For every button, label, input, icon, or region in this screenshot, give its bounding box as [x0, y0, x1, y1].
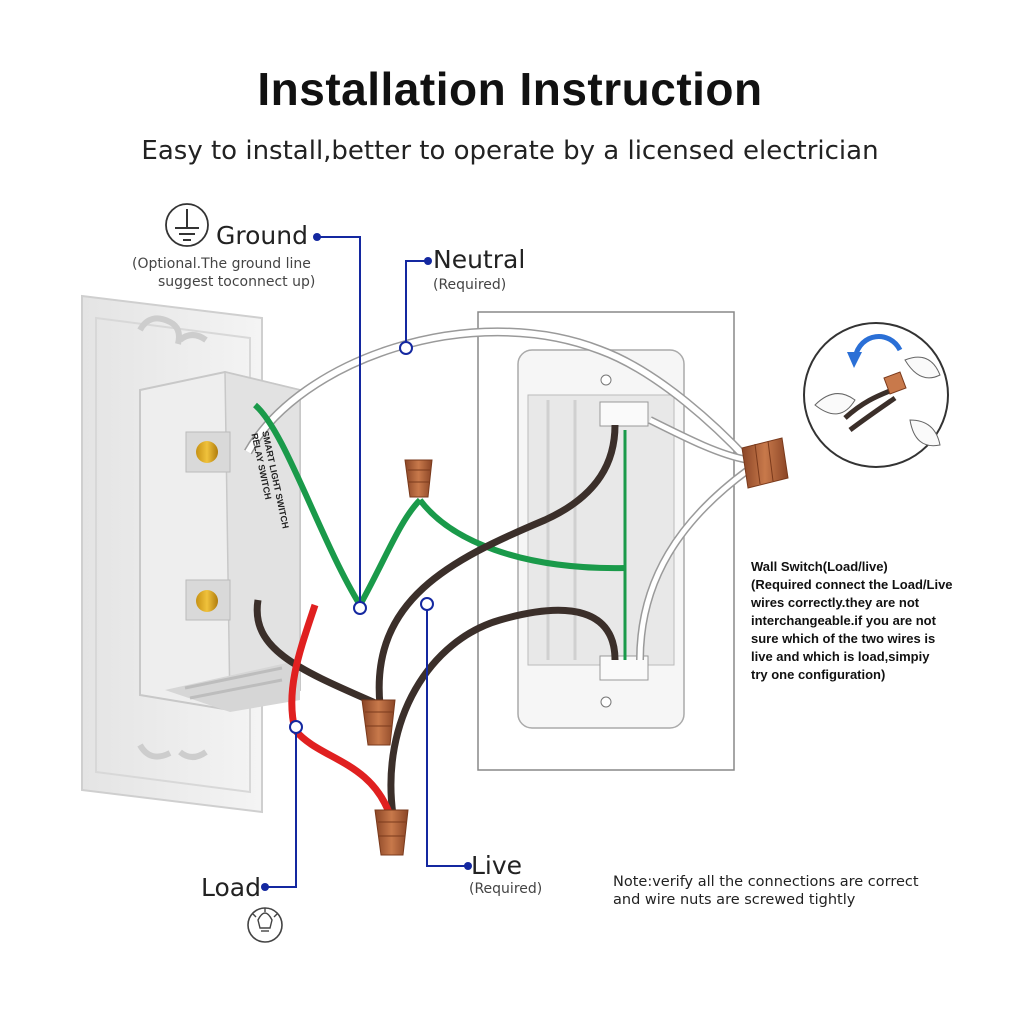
- wire-nut-load: [374, 809, 409, 856]
- wall-switch-note-line: Wall Switch(Load/live): [751, 559, 888, 574]
- page-subtitle: Easy to install,better to operate by a l…: [141, 136, 879, 166]
- neutral-note: (Required): [433, 277, 507, 293]
- wire-nut-neutral: [741, 437, 789, 489]
- light-bulb-icon: [247, 907, 283, 943]
- bottom-note-line: Note:verify all the connections are corr…: [613, 874, 919, 890]
- bottom-note: Note:verify all the connections are corr…: [613, 873, 919, 909]
- wall-switch-note: Wall Switch(Load/live) (Required connect…: [751, 558, 953, 684]
- terminal-screw-top: [196, 441, 218, 463]
- wall-switch-note-line: sure which of the two wires is: [751, 631, 936, 646]
- wire-nut-live: [361, 699, 396, 746]
- load-label: Load: [201, 873, 261, 902]
- bottom-note-line: and wire nuts are screwed tightly: [613, 892, 856, 908]
- wall-switch-note-line: wires correctly.they are not: [751, 595, 920, 610]
- page-title: Installation Instruction: [257, 63, 763, 115]
- wall-switch-note-line: live and which is load,simpiy: [751, 649, 930, 664]
- wall-switch-note-line: interchangeable.if you are not: [751, 613, 936, 628]
- twist-arrow-icon: [803, 322, 949, 468]
- relay-switch-module: [139, 370, 301, 712]
- neutral-label: Neutral: [433, 245, 526, 274]
- leader-targets: [289, 341, 434, 734]
- leader-dots: [261, 233, 472, 891]
- leader-lines: [265, 236, 468, 888]
- neutral-wire: [244, 327, 752, 661]
- terminal-screw-bottom: [196, 590, 218, 612]
- ground-note-line1: (Optional.The ground line: [132, 256, 311, 272]
- live-wire: [253, 424, 619, 816]
- live-note: (Required): [469, 881, 543, 897]
- ground-label: Ground: [216, 221, 308, 250]
- electrical-box: [477, 311, 735, 771]
- ground-wire: [252, 402, 627, 660]
- ground-symbol-icon: [165, 203, 209, 247]
- wire-nut-ground: [404, 459, 433, 498]
- wall-switch-note-line: try one configuration): [751, 667, 886, 682]
- wall-switch-note-line: (Required connect the Load/Live: [751, 577, 953, 592]
- ground-note-line2: suggest toconnect up): [158, 274, 316, 290]
- live-label: Live: [471, 851, 523, 880]
